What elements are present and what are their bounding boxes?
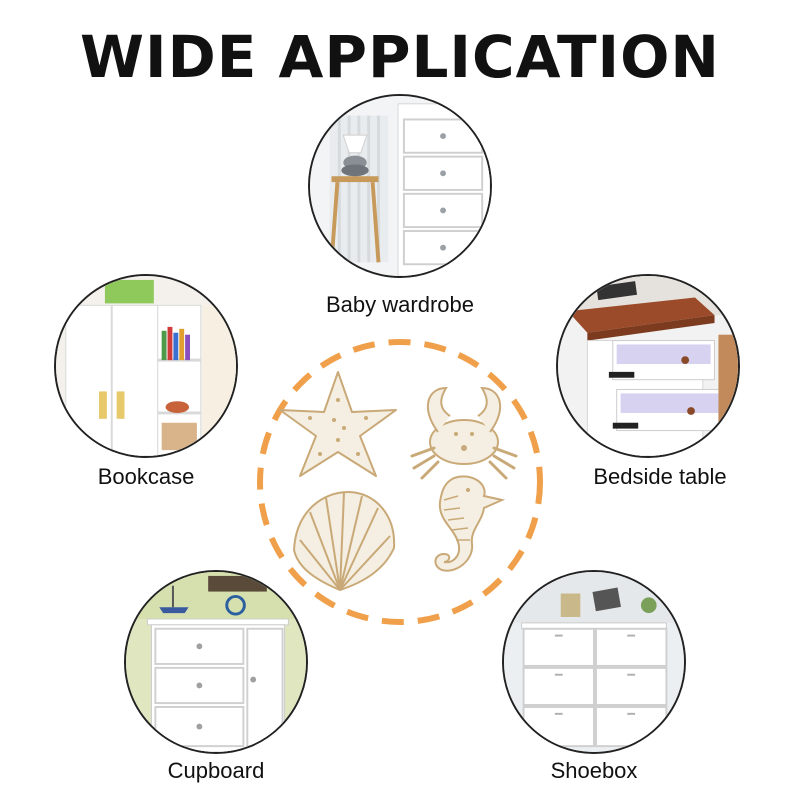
page-title: WIDE APPLICATION bbox=[80, 23, 720, 91]
caption-bedside-table: Bedside table bbox=[593, 464, 727, 489]
seahorse-knob-icon bbox=[434, 475, 506, 572]
photo-bookcase bbox=[54, 274, 238, 458]
photo-baby-wardrobe bbox=[308, 94, 492, 278]
caption-shoebox: Shoebox bbox=[550, 758, 638, 783]
dashed-ring bbox=[257, 339, 543, 625]
starfish-knob-icon bbox=[279, 371, 397, 477]
caption-bookcase: Bookcase bbox=[97, 464, 195, 489]
photo-cupboard bbox=[124, 570, 308, 754]
crab-knob-icon bbox=[410, 386, 518, 480]
knob-showcase bbox=[252, 334, 548, 630]
photo-bedside-table bbox=[556, 274, 740, 458]
caption-baby-wardrobe: Baby wardrobe bbox=[326, 292, 474, 317]
caption-cupboard: Cupboard bbox=[167, 758, 265, 783]
seashell-knob-icon bbox=[292, 490, 396, 592]
